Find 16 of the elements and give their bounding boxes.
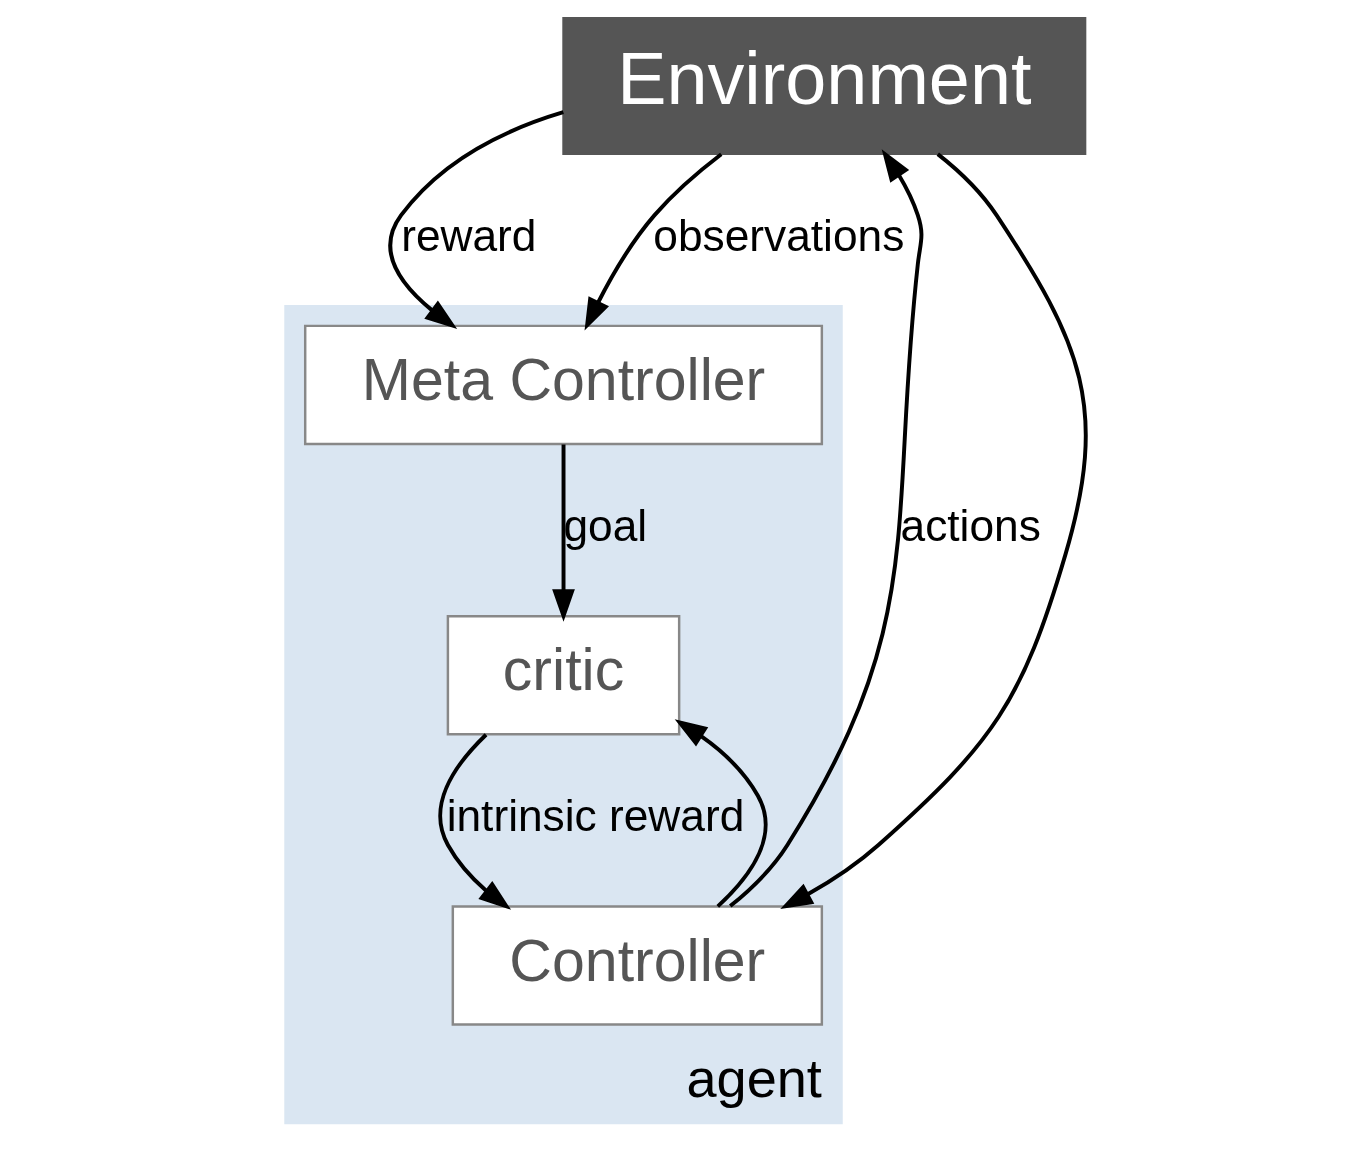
arrow	[551, 444, 575, 622]
edge-label: observations	[652, 210, 904, 260]
edge-label: reward	[400, 210, 536, 260]
arrow	[437, 733, 511, 910]
arrow	[388, 110, 564, 330]
edge-label: goal	[563, 500, 647, 550]
arrow	[584, 152, 722, 331]
arrow	[779, 152, 1088, 910]
edge-label: intrinsic reward	[446, 791, 744, 841]
arrow	[674, 719, 767, 908]
edge-label: actions	[900, 500, 1041, 550]
arrow	[728, 149, 923, 908]
node-box: Meta Controller	[303, 324, 823, 446]
node-box: Controller	[451, 905, 823, 1026]
node-box: critic	[446, 614, 680, 736]
node-box: Environment	[561, 17, 1086, 155]
